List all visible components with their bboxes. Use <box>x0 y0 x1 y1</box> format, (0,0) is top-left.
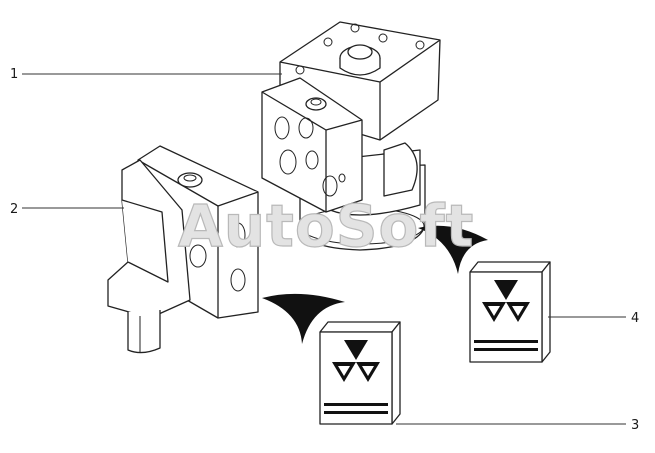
brand-logo-icon <box>332 340 380 382</box>
callout-2: 2 <box>10 202 18 217</box>
brand-logo-icon <box>482 280 530 322</box>
part-box-4 <box>469 261 551 363</box>
steering-unit-part <box>261 21 441 251</box>
callout-1: 1 <box>10 67 18 82</box>
callout-3: 3 <box>631 418 639 433</box>
watermark-text: AutoSoft <box>178 192 474 260</box>
part-box-3 <box>319 321 401 425</box>
priority-valve-part <box>107 145 259 354</box>
leader-lines <box>22 73 626 425</box>
curved-arrow-icon <box>262 293 345 344</box>
callout-4: 4 <box>631 311 639 326</box>
curved-arrow-icon <box>418 225 488 274</box>
